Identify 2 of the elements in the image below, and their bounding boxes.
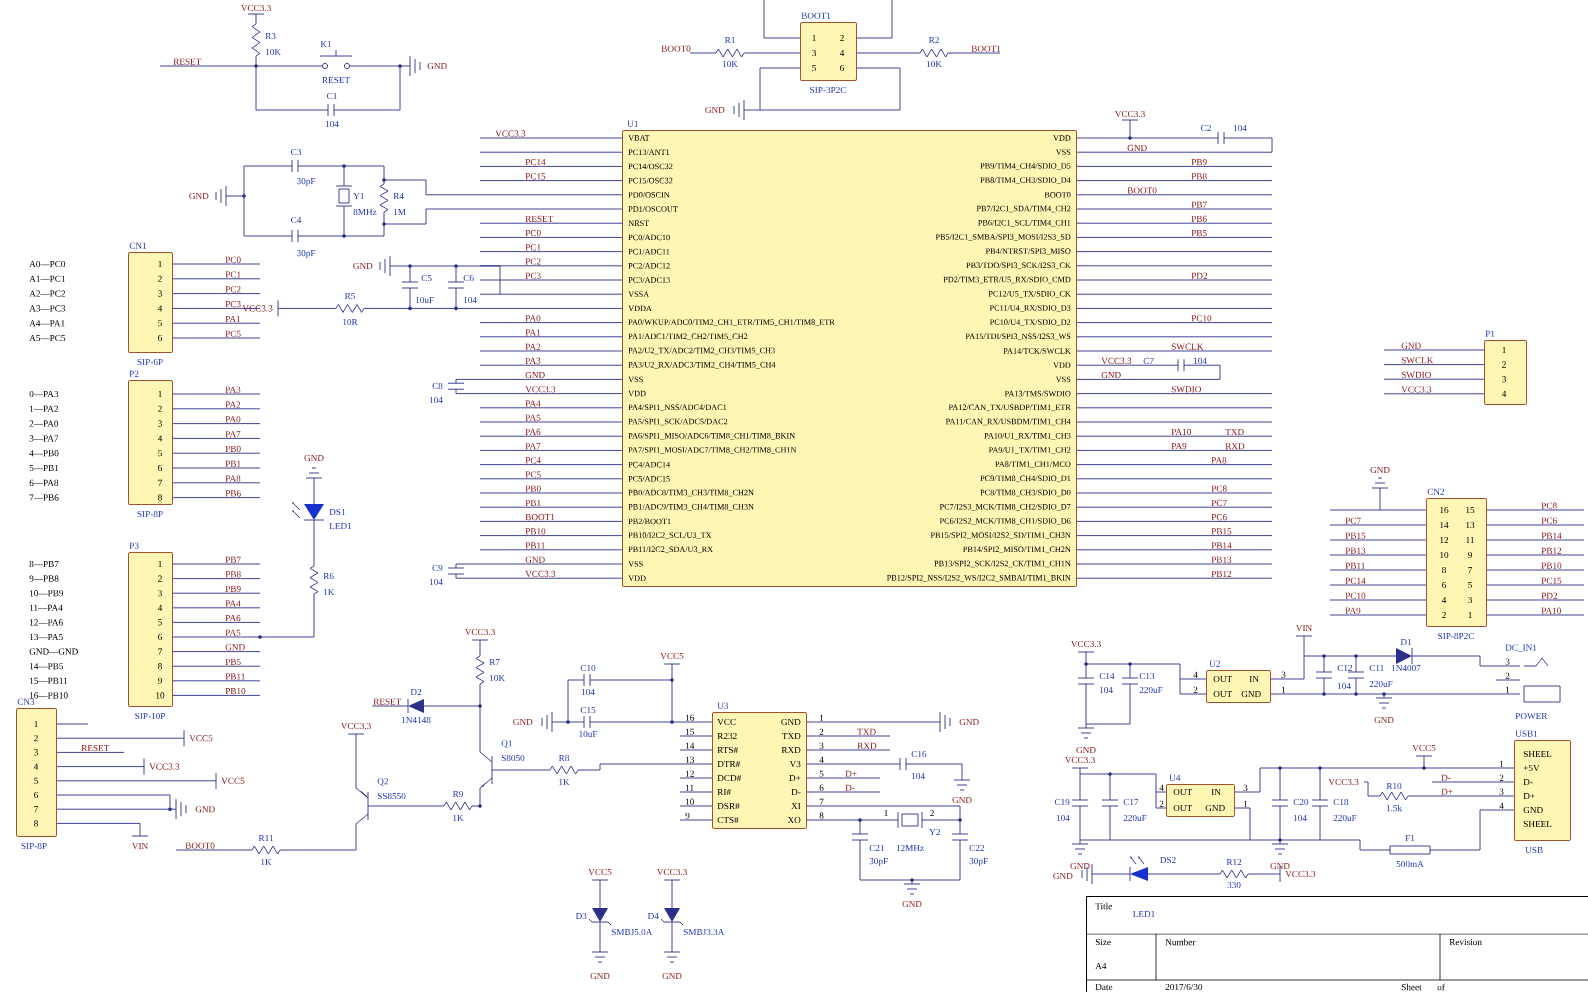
- title-block: [1085, 896, 1588, 992]
- wire: [1234, 767, 1515, 793]
